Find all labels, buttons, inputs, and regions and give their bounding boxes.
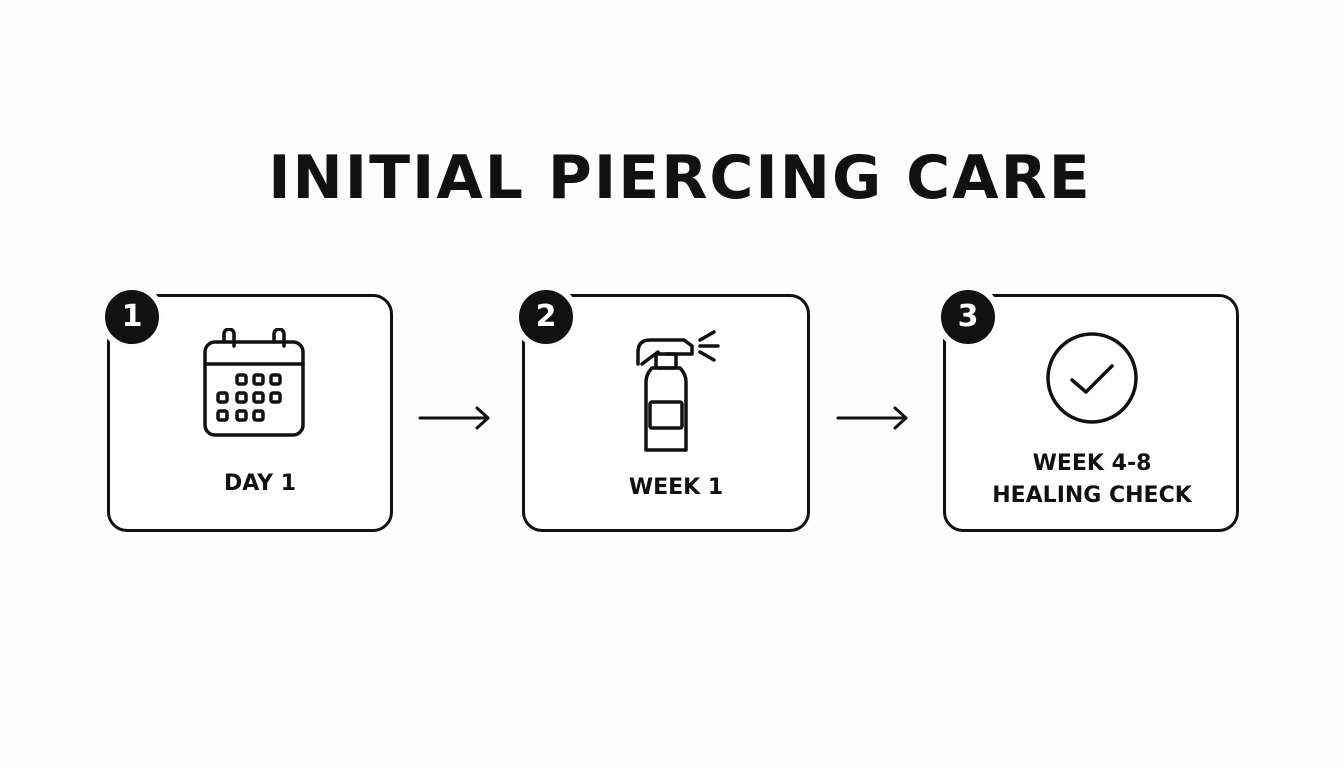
step-number-badge-3: 3 (935, 284, 1001, 350)
step-label-1: DAY 1 (223, 471, 297, 496)
step-label-3-line-2: HEALING CHECK (992, 483, 1192, 508)
step-label-3-line-1: WEEK 4-8 (1032, 451, 1152, 476)
check-circle-icon (1046, 332, 1138, 424)
step-number-badge-1: 1 (99, 284, 165, 350)
step-number-badge-2: 2 (513, 284, 579, 350)
arrow-right-icon (836, 406, 908, 430)
step-label-2: WEEK 1 (628, 475, 724, 500)
diagram-title: INITIAL PIERCING CARE (268, 143, 1092, 213)
arrow-right-icon (418, 406, 490, 430)
spray-bottle-icon (636, 330, 720, 452)
calendar-icon (203, 328, 305, 437)
